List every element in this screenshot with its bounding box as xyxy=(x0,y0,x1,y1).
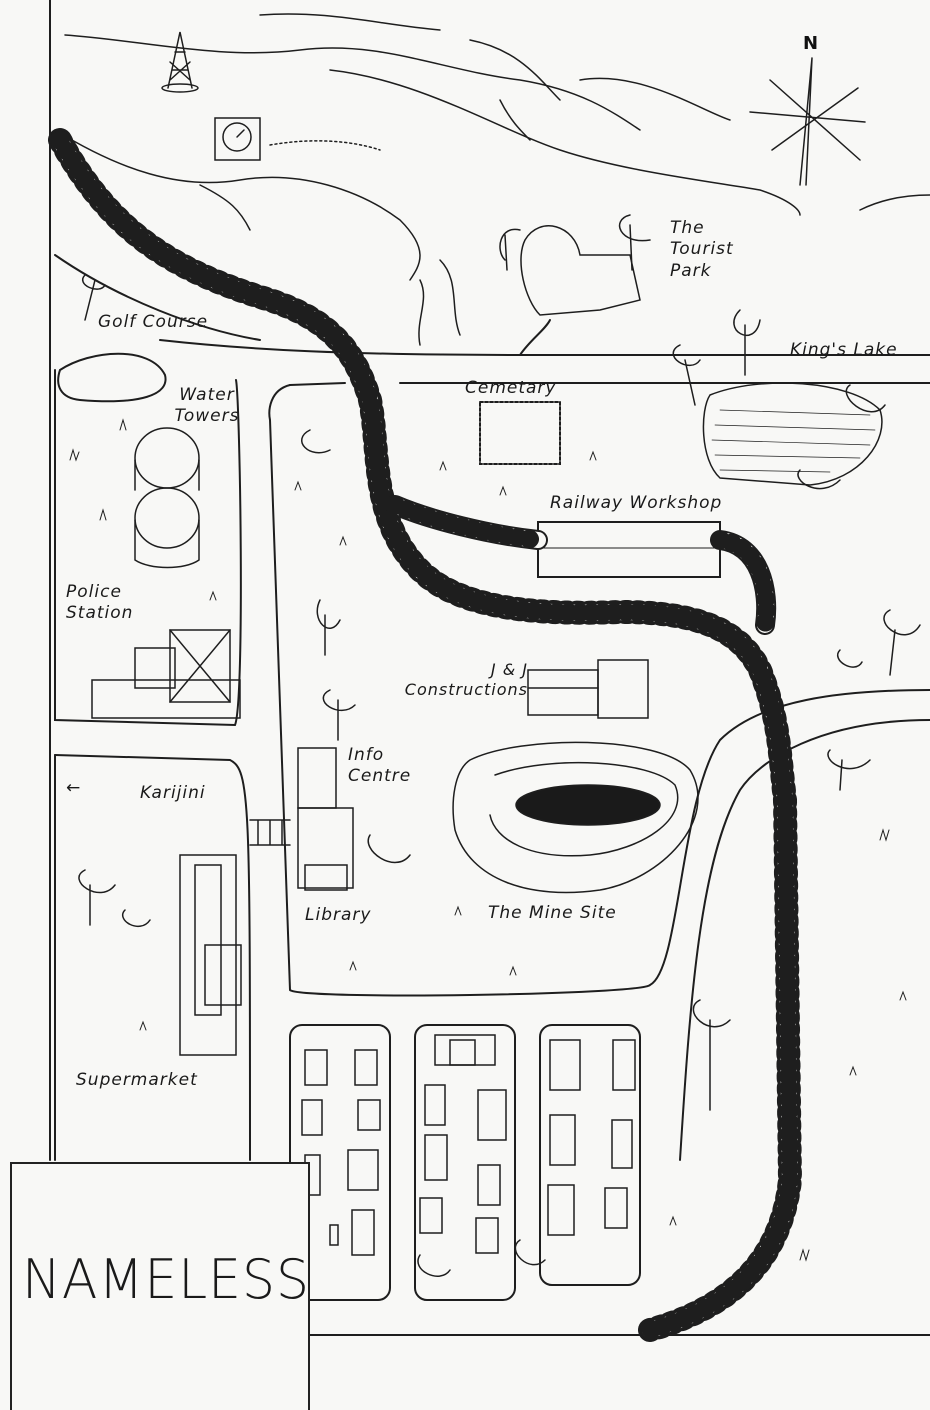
houses xyxy=(301,1034,636,1256)
north-label: N xyxy=(803,33,819,54)
road-tourist xyxy=(519,319,551,356)
golf-course-area xyxy=(57,352,167,403)
residential-block-2 xyxy=(414,1024,516,1301)
label-karijini: Karijini xyxy=(140,783,206,803)
supermarket-building xyxy=(179,854,242,1056)
radio-tower-icon xyxy=(161,31,199,93)
road-east-curve xyxy=(679,719,930,1161)
kings-lake xyxy=(702,382,883,486)
label-kings-lake: King's Lake xyxy=(790,340,898,360)
road-golf xyxy=(54,254,261,341)
road-top xyxy=(159,339,930,356)
title-box xyxy=(10,1162,310,1410)
railway-line xyxy=(48,128,803,1342)
karijini-arrow: ← xyxy=(66,778,82,798)
label-jj-constructions: J & J Constructions xyxy=(404,660,528,699)
grass-tufts xyxy=(69,418,907,1262)
water-towers-icon xyxy=(134,427,200,569)
label-railway-workshop: Railway Workshop xyxy=(550,493,723,513)
label-police-station: Police Station xyxy=(66,582,134,624)
cemetary-plot xyxy=(479,401,561,465)
map-title: NAMELESS xyxy=(22,1248,311,1312)
jj-constructions-building xyxy=(527,659,649,719)
label-library: Library xyxy=(305,905,372,925)
label-cemetary: Cemetary xyxy=(465,378,557,398)
label-golf-course: Golf Course xyxy=(98,312,209,332)
label-tourist-park: The Tourist Park xyxy=(670,218,734,281)
road-block-west-bottom xyxy=(54,754,251,1161)
footbridge xyxy=(249,819,291,846)
lake-hatching xyxy=(711,409,876,473)
label-water-towers: Water Towers xyxy=(174,385,240,427)
police-station-building xyxy=(91,629,241,719)
compass-rose-icon xyxy=(749,57,866,186)
tourist-park-area xyxy=(520,225,641,316)
label-info-centre: Info Centre xyxy=(348,745,412,787)
residential-block-3 xyxy=(539,1024,641,1286)
clock-building-icon xyxy=(214,117,261,161)
label-mine-site: The Mine Site xyxy=(488,903,617,923)
info-centre-library-building xyxy=(297,747,354,891)
railway-workshop-building xyxy=(537,521,721,578)
mine-site-pit xyxy=(452,741,699,894)
trees xyxy=(78,214,921,1277)
hills xyxy=(54,13,930,346)
road-block-west-top xyxy=(54,369,242,727)
label-supermarket: Supermarket xyxy=(76,1070,198,1090)
